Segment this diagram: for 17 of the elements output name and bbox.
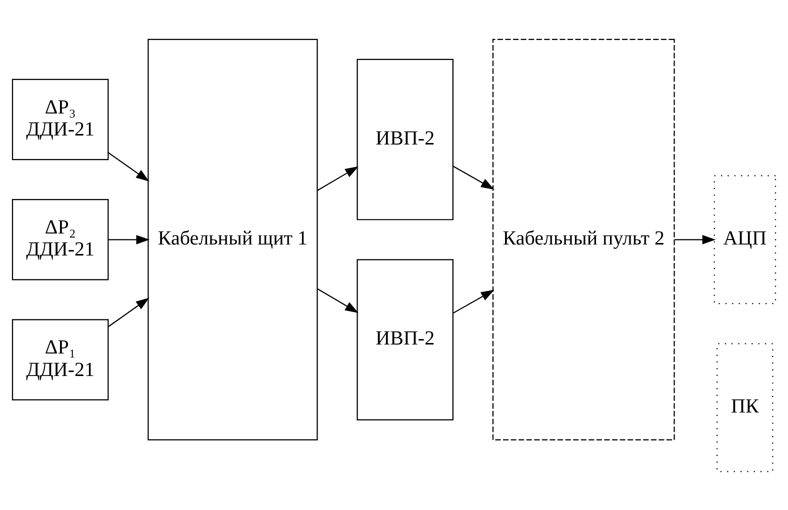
arrow (317, 166, 358, 190)
node-box: ИВП-2 (356, 258, 454, 420)
node-box: ПК (716, 342, 774, 472)
arrow (452, 165, 494, 190)
node-box: АЦП (714, 174, 776, 304)
arrow (317, 288, 358, 312)
node-box: ΔP₃ ДДИ-21 (12, 78, 109, 160)
arrow (108, 152, 150, 182)
node-box: ΔP₂ ДДИ-21 (12, 198, 109, 280)
arrow (452, 289, 494, 314)
arrow (674, 234, 716, 244)
node-box: Кабельный пульт 2 (492, 38, 675, 440)
node-box: Кабельный щит 1 (148, 38, 318, 440)
arrow (108, 297, 150, 327)
node-box: ИВП-2 (356, 58, 454, 220)
arrow (108, 234, 150, 244)
node-box: ΔP₁ ДДИ-21 (12, 318, 109, 400)
